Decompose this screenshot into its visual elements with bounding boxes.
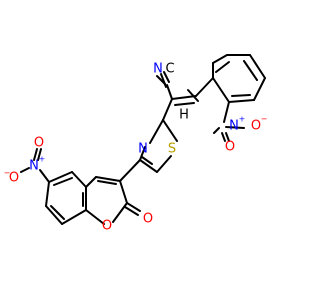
bond: [253, 77, 266, 101]
bond: [243, 60, 258, 81]
bond: [174, 102, 195, 106]
bond: [162, 119, 178, 142]
carbonyl-oxygen-label: O: [143, 212, 153, 227]
bond: [53, 177, 73, 186]
bond: [231, 94, 251, 97]
bond: [124, 206, 139, 216]
bond: [139, 146, 146, 161]
molecule-canvas: N C H N + O − O N S O O N + O O −: [4, 54, 268, 234]
bond: [228, 99, 255, 103]
bond: [112, 202, 128, 223]
bond: [195, 77, 214, 97]
bond: [97, 180, 117, 185]
vinyl-h-label: H: [179, 108, 189, 123]
bond: [249, 54, 266, 79]
bond: [37, 148, 42, 161]
bond: [166, 84, 173, 100]
nitro-top-n-label: N: [229, 119, 239, 134]
bond: [48, 171, 73, 183]
bond: [39, 169, 50, 183]
bond: [139, 159, 158, 173]
bond-layer: [20, 54, 266, 225]
nitro-left-plus-label: +: [39, 155, 46, 164]
bond: [45, 205, 63, 225]
atom-label-layer: N C H N + O − O N S O O N + O O −: [4, 62, 268, 234]
bond: [212, 77, 230, 103]
bond: [187, 89, 199, 102]
thiazole-n-label: N: [138, 142, 148, 157]
bond: [221, 132, 226, 142]
bond: [163, 71, 170, 83]
nitro-top-minus-label: −: [261, 115, 268, 124]
bond: [119, 180, 128, 204]
bond: [20, 167, 30, 173]
bond: [50, 205, 65, 220]
bond: [215, 61, 230, 73]
bond: [85, 209, 105, 225]
bond: [156, 75, 166, 85]
nitro-left-n-label: N: [29, 159, 39, 174]
nitro-top-o1-label: O: [251, 119, 261, 134]
bond: [85, 176, 97, 188]
ring-oxygen-label: O: [102, 219, 112, 234]
bond: [141, 156, 153, 165]
nitrile-n-label: N: [153, 62, 163, 77]
bond: [33, 148, 38, 161]
bond: [45, 181, 50, 207]
nitro-left-minus-label: −: [4, 169, 11, 178]
thiazole-s-label: S: [168, 142, 176, 157]
bond: [61, 209, 87, 225]
nitro-top-o2-label: O: [225, 140, 235, 155]
bond: [156, 155, 172, 173]
bond: [212, 54, 228, 64]
bond: [225, 126, 245, 129]
bond: [171, 95, 197, 100]
bond: [149, 119, 164, 144]
bond: [162, 98, 173, 121]
bond: [225, 132, 230, 142]
nitro-top-plus-label: +: [239, 115, 246, 124]
bond: [71, 171, 87, 188]
bond: [119, 159, 141, 182]
bond: [95, 176, 121, 182]
nitrile-c-label: C: [165, 62, 174, 77]
bond: [223, 101, 230, 123]
nitro-left-o2-label: O: [9, 171, 19, 186]
bond: [213, 127, 220, 134]
bond: [126, 202, 141, 212]
nitro-left-o1-label: O: [34, 136, 44, 151]
molecule-structure: N C H N + O − O N S O O N + O O −: [4, 54, 268, 234]
